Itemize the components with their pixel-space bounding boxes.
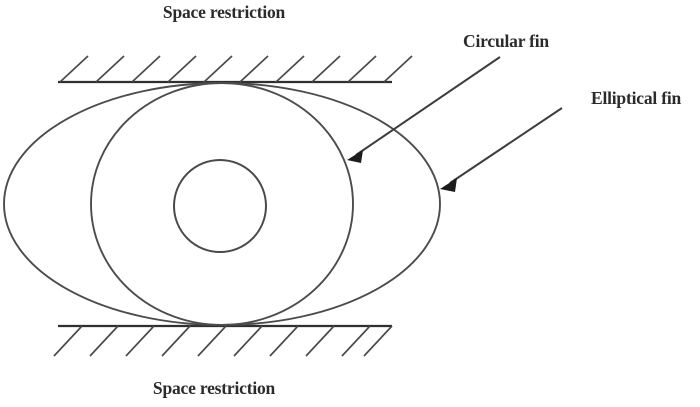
elliptical-fin-label: Elliptical fin [591, 88, 682, 108]
hatch-tick [311, 55, 341, 83]
circular-fin-leader [347, 56, 501, 163]
elliptical-fin-leader-line [449, 107, 563, 184]
elliptical-fin-arrowhead [440, 178, 457, 192]
circular-fin-leader-line [355, 56, 501, 156]
hatch-tick [363, 325, 393, 357]
hatch-tick [89, 325, 119, 357]
top-space-restriction-label: Space restriction [163, 2, 286, 22]
elliptical-fin-leader [440, 107, 563, 192]
bottom-space-restriction-boundary [53, 324, 393, 357]
hatch-tick [269, 325, 299, 357]
hatch-tick [341, 325, 371, 357]
hatch-tick [197, 325, 227, 357]
hatch-tick [161, 325, 191, 357]
hatch-tick [59, 55, 89, 83]
tube-bore-circle [173, 159, 267, 253]
hatch-tick [53, 325, 83, 357]
hatch-tick [233, 325, 263, 357]
circular-fin-arrowhead [347, 150, 363, 163]
circular-fin-outline [90, 82, 354, 326]
hatch-tick [167, 55, 197, 83]
hatch-tick [125, 325, 155, 357]
circular-fin-label: Circular fin [463, 31, 549, 51]
top-space-restriction-boundary [58, 55, 413, 84]
hatch-tick [383, 55, 413, 83]
hatch-tick [305, 325, 335, 357]
hatch-tick [203, 55, 233, 83]
hatch-tick [95, 55, 125, 83]
hatch-tick [275, 55, 305, 83]
bottom-space-restriction-label: Space restriction [153, 378, 276, 398]
hatch-tick [131, 55, 161, 83]
bottom-hatch-lines [53, 325, 393, 357]
hatch-tick [239, 55, 269, 83]
top-hatch-lines [59, 55, 413, 83]
hatch-tick [347, 55, 377, 83]
